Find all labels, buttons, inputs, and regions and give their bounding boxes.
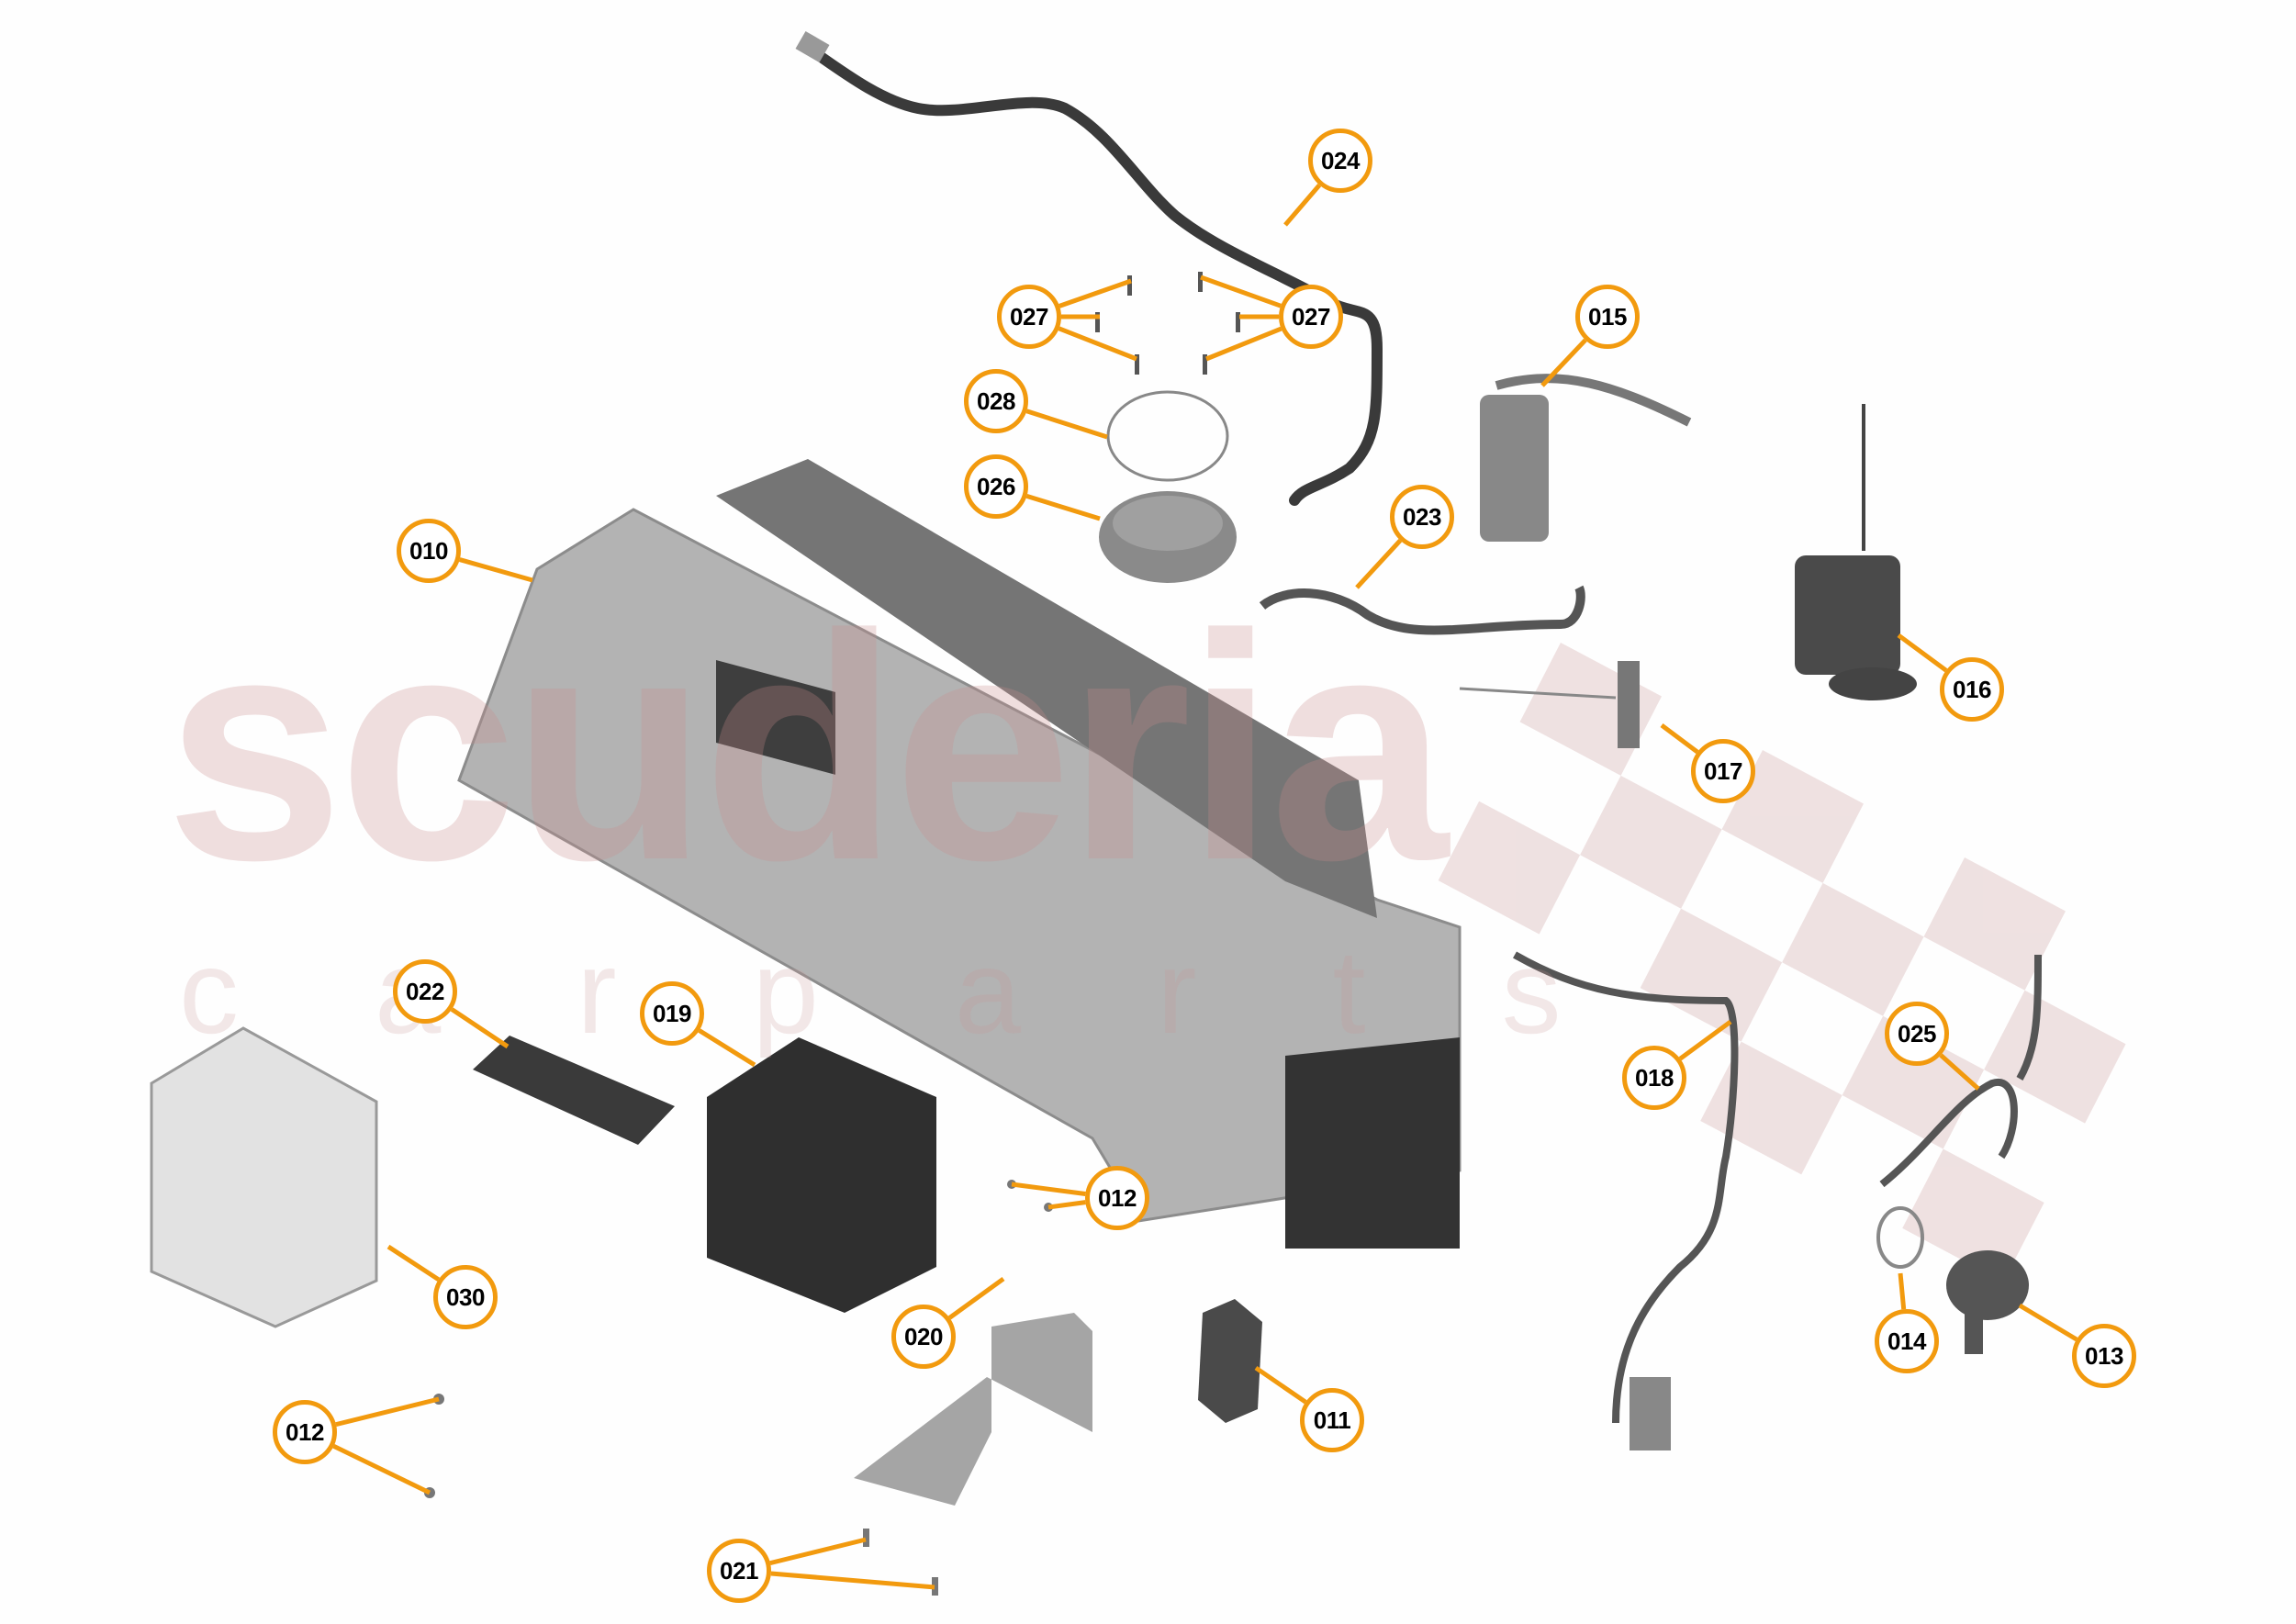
- leader-line: [1025, 493, 1101, 521]
- fuel-pump-016: [1795, 555, 1900, 675]
- leader-line: [1254, 1365, 1307, 1405]
- callout-012[interactable]: 012: [273, 1400, 337, 1464]
- leader-line: [1200, 274, 1282, 308]
- callout-label: 018: [1635, 1063, 1674, 1092]
- callout-label: 027: [1010, 302, 1048, 330]
- callout-025[interactable]: 025: [1885, 1002, 1949, 1066]
- callout-019[interactable]: 019: [640, 981, 704, 1046]
- callout-017[interactable]: 017: [1691, 739, 1755, 803]
- callout-label: 013: [2085, 1341, 2123, 1370]
- leader-line: [458, 557, 533, 583]
- leader-line: [1025, 409, 1108, 440]
- seal-ring-028: [1106, 390, 1229, 482]
- callout-label: 023: [1403, 502, 1441, 531]
- leader-line: [1660, 722, 1699, 755]
- callout-012[interactable]: 012: [1085, 1166, 1149, 1230]
- fuel-line-025: [1879, 954, 2042, 1188]
- callout-label: 025: [1898, 1019, 1936, 1047]
- callout-label: 017: [1704, 756, 1742, 785]
- hose-clamp-014: [1876, 1206, 1924, 1269]
- callout-024[interactable]: 024: [1308, 129, 1372, 193]
- leader-line: [1939, 1053, 1980, 1091]
- leader-line: [1283, 183, 1322, 227]
- callout-015[interactable]: 015: [1575, 285, 1640, 349]
- leader-line: [1540, 338, 1587, 387]
- callout-013[interactable]: 013: [2072, 1324, 2136, 1388]
- leader-line: [1011, 1182, 1086, 1196]
- callout-020[interactable]: 020: [891, 1305, 956, 1369]
- callout-023[interactable]: 023: [1390, 485, 1454, 549]
- callout-label: 012: [1098, 1183, 1137, 1212]
- leader-line: [770, 1571, 935, 1590]
- level-sender-017: [1618, 661, 1640, 748]
- callout-label: 019: [653, 999, 691, 1027]
- callout-label: 016: [1953, 675, 1991, 703]
- callout-027[interactable]: 027: [997, 285, 1061, 349]
- leader-line: [1058, 278, 1132, 308]
- callout-label: 020: [904, 1322, 943, 1350]
- fuel-pump-015: [1480, 395, 1549, 542]
- callout-021[interactable]: 021: [707, 1539, 771, 1603]
- control-module-011: [1198, 1299, 1262, 1423]
- callout-028[interactable]: 028: [964, 369, 1028, 433]
- callout-026[interactable]: 026: [964, 454, 1028, 519]
- leader-line: [1047, 1200, 1086, 1210]
- callout-label: 030: [446, 1282, 485, 1311]
- leader-line: [386, 1244, 441, 1282]
- callout-label: 011: [1313, 1406, 1351, 1434]
- callout-label: 015: [1588, 302, 1627, 330]
- pad-022: [473, 1036, 675, 1145]
- charcoal-canister-030: [150, 1026, 378, 1328]
- leader-line: [1678, 1019, 1732, 1061]
- leader-line: [1205, 326, 1282, 362]
- leader-line: [947, 1276, 1005, 1320]
- control-unit-019: [707, 1037, 936, 1313]
- callout-016[interactable]: 016: [1940, 657, 2004, 722]
- callout-label: 021: [720, 1556, 758, 1585]
- cap-013: [1946, 1250, 2029, 1320]
- callout-label: 014: [1887, 1327, 1926, 1355]
- fuel-line-023: [1259, 585, 1585, 635]
- leader-line: [698, 1028, 756, 1068]
- fuel-hose-024: [802, 42, 1383, 506]
- leader-line: [1898, 1272, 1907, 1310]
- leader-line: [1897, 633, 1948, 673]
- leader-line: [450, 1007, 510, 1049]
- wiring-harness-018: [1513, 951, 1739, 1424]
- callout-label: 026: [977, 472, 1015, 500]
- leader-line: [769, 1537, 867, 1566]
- leader-line: [1355, 539, 1403, 589]
- leader-line: [332, 1444, 431, 1495]
- callout-014[interactable]: 014: [1875, 1309, 1939, 1373]
- callout-022[interactable]: 022: [393, 959, 457, 1024]
- callout-011[interactable]: 011: [1300, 1388, 1364, 1452]
- leader-line: [2018, 1303, 2078, 1342]
- callout-018[interactable]: 018: [1622, 1046, 1686, 1110]
- callout-label: 010: [409, 536, 448, 565]
- callout-label: 028: [977, 386, 1015, 415]
- watermark-brand: scuderia: [165, 568, 1449, 927]
- callout-030[interactable]: 030: [433, 1265, 498, 1329]
- callout-label: 024: [1321, 146, 1360, 174]
- bracket-020: [854, 1313, 1092, 1506]
- leader-line: [1058, 326, 1137, 362]
- callout-027[interactable]: 027: [1279, 285, 1343, 349]
- leader-line: [335, 1396, 440, 1428]
- callout-label: 012: [286, 1417, 324, 1446]
- callout-label: 027: [1292, 302, 1330, 330]
- callout-010[interactable]: 010: [397, 519, 461, 583]
- callout-label: 022: [406, 977, 444, 1005]
